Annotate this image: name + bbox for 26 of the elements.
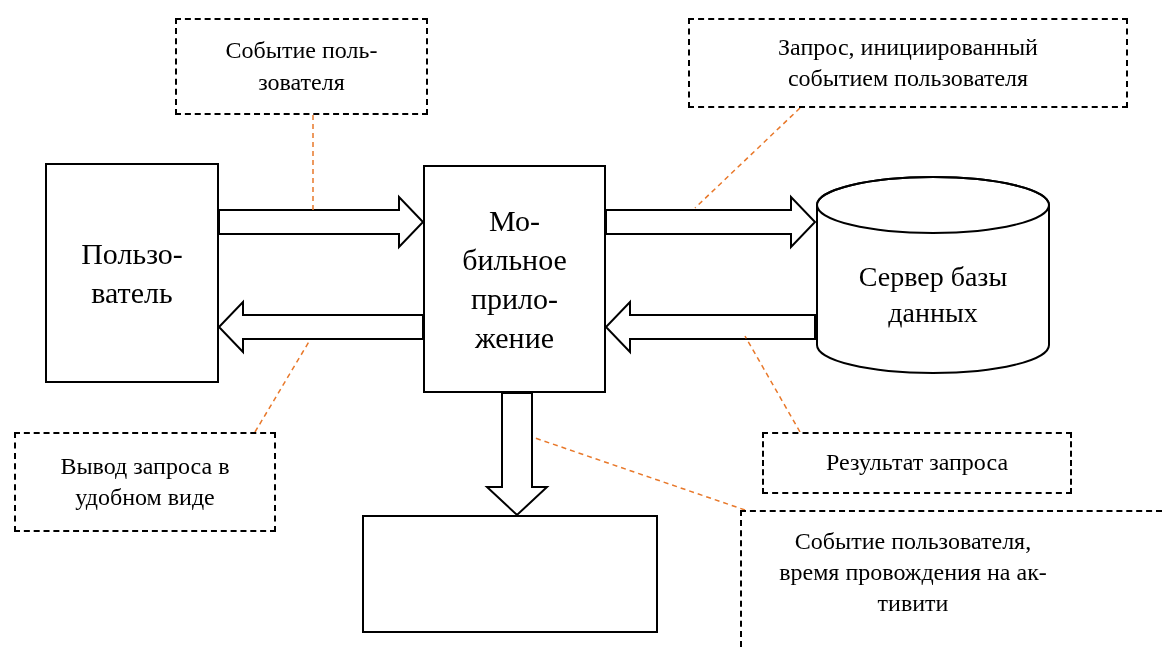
block-arrow <box>484 392 550 517</box>
node-label: Результат запроса <box>824 448 1010 478</box>
block-arrow <box>217 299 424 355</box>
node-label: Сервер базы данных <box>857 259 1009 330</box>
leader-line <box>694 107 801 209</box>
process-box <box>45 163 219 383</box>
leader-line <box>744 335 801 433</box>
callout-box <box>740 510 1162 647</box>
node-label: Событие поль- зователя <box>224 36 379 97</box>
callout-box <box>688 18 1128 108</box>
callout-box <box>762 432 1072 494</box>
node-label: Вывод запроса в удобном виде <box>59 451 231 512</box>
process-box <box>423 165 606 393</box>
leader-line <box>534 437 746 511</box>
node-label: Мо- бильное прило- жение <box>461 203 568 356</box>
callout-box <box>14 432 276 532</box>
process-box <box>362 515 658 633</box>
node-label: Событие пользователя, время провождения на ак- тивити <box>778 527 1048 619</box>
database-cylinder <box>815 175 1051 375</box>
node-label: Пользо- ватель <box>80 236 184 311</box>
leader-line <box>312 114 314 211</box>
callout-box <box>175 18 428 115</box>
block-arrow <box>605 194 817 250</box>
block-arrow <box>604 299 816 355</box>
node-label: Запрос, инициированный событием пользователя <box>777 32 1039 93</box>
block-arrow <box>218 194 425 250</box>
